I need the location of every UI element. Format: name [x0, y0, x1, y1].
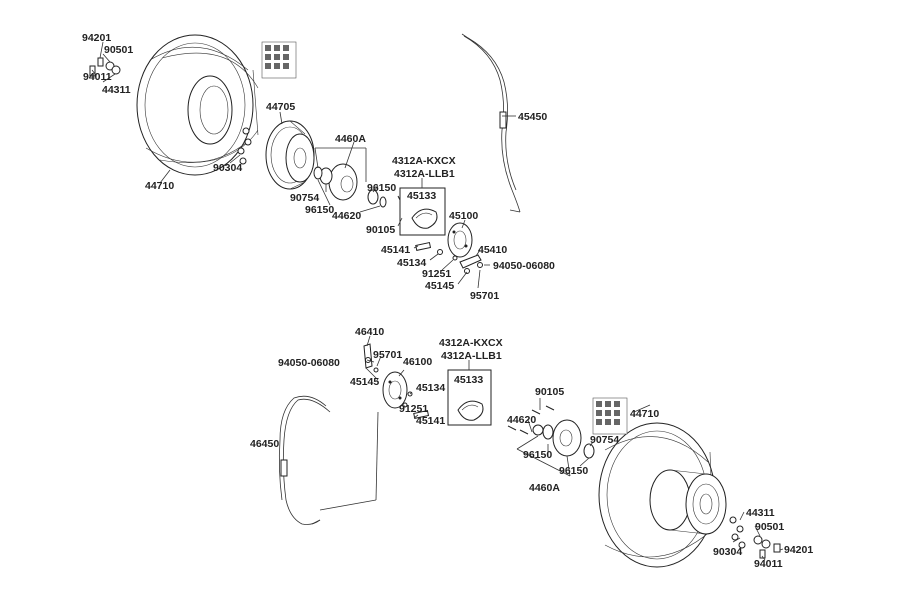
label-44620: 44620: [507, 414, 536, 426]
label-4460A: 4460A: [529, 482, 560, 494]
label-44710: 44710: [630, 408, 659, 420]
wheel-hub-upper: [313, 163, 387, 208]
label-4312A-LLB1: 4312A-LLB1: [394, 168, 455, 180]
leader-lines-upper: [91, 41, 516, 289]
lug-nuts-upper: [237, 127, 252, 165]
brake-panel-lower: [382, 371, 408, 409]
label-96150: 96150: [367, 182, 396, 194]
label-4312A-LLB1: 4312A-LLB1: [441, 350, 502, 362]
label-45145: 45145: [425, 280, 454, 292]
label-44620: 44620: [332, 210, 361, 222]
label-45134: 45134: [397, 257, 426, 269]
brake-arm-upper: [459, 254, 483, 274]
label-44311: 44311: [746, 507, 775, 519]
leader-lines-lower: [319, 335, 784, 561]
label-96150: 96150: [305, 204, 334, 216]
label-90501: 90501: [755, 521, 784, 533]
wheel-rim-upper: [265, 120, 315, 190]
brake-arm-lower: [363, 343, 379, 373]
label-90304: 90304: [213, 162, 242, 174]
label-91251: 91251: [399, 403, 428, 415]
brake-cam-upper: [415, 241, 458, 261]
label-94011: 94011: [83, 71, 112, 83]
brake-cable-lower: [278, 395, 331, 525]
label-4312A-KXCX: 4312A-KXCX: [439, 337, 503, 349]
tire-upper: [136, 34, 259, 176]
label-94050-06080: 94050-06080: [493, 260, 555, 272]
wheel-rim-lower: [649, 469, 727, 535]
label-96150: 96150: [559, 465, 588, 477]
brake-shoe-box-upper: [399, 187, 446, 236]
label-4312A-KXCX: 4312A-KXCX: [392, 155, 456, 167]
label-4460A: 4460A: [335, 133, 366, 145]
label-90754: 90754: [590, 434, 619, 446]
label-90754: 90754: [290, 192, 319, 204]
label-94011: 94011: [754, 558, 783, 570]
part-number-labels: 94201 90501 94011 44311 44705 44710 9030…: [82, 32, 813, 570]
label-46100: 46100: [403, 356, 432, 368]
label-96150: 96150: [523, 449, 552, 461]
lug-nuts-lower: [729, 516, 746, 549]
valve-hardware-lower: [753, 535, 781, 559]
label-90304: 90304: [713, 546, 742, 558]
label-44705: 44705: [266, 101, 295, 113]
label-45134: 45134: [416, 382, 445, 394]
label-45133: 45133: [407, 190, 436, 202]
label-46410: 46410: [355, 326, 384, 338]
label-94050-06080: 94050-06080: [278, 357, 340, 369]
label-46450: 46450: [250, 438, 279, 450]
brake-shoe-box-lower: [447, 369, 492, 426]
label-45141: 45141: [381, 244, 410, 256]
label-90105: 90105: [366, 224, 395, 236]
label-45450: 45450: [518, 111, 547, 123]
label-91251: 91251: [422, 268, 451, 280]
label-90501: 90501: [104, 44, 133, 56]
wheel-hub-lower: [532, 419, 595, 459]
label-44710: 44710: [145, 180, 174, 192]
label-45133: 45133: [454, 374, 483, 386]
label-95701: 95701: [373, 349, 402, 361]
label-90105: 90105: [535, 386, 564, 398]
label-95701: 95701: [470, 290, 499, 302]
studs-lower: [507, 405, 555, 435]
brake-panel-upper: [447, 222, 473, 258]
label-94201: 94201: [784, 544, 813, 556]
label-45145: 45145: [350, 376, 379, 388]
label-45141: 45141: [416, 415, 445, 427]
brake-cable-upper: [461, 33, 521, 213]
tire-label-sticker-upper: [261, 41, 297, 79]
label-45410: 45410: [478, 244, 507, 256]
label-45100: 45100: [449, 210, 478, 222]
label-44311: 44311: [102, 84, 131, 96]
tire-label-sticker-lower: [592, 397, 628, 435]
label-94201: 94201: [82, 32, 111, 44]
